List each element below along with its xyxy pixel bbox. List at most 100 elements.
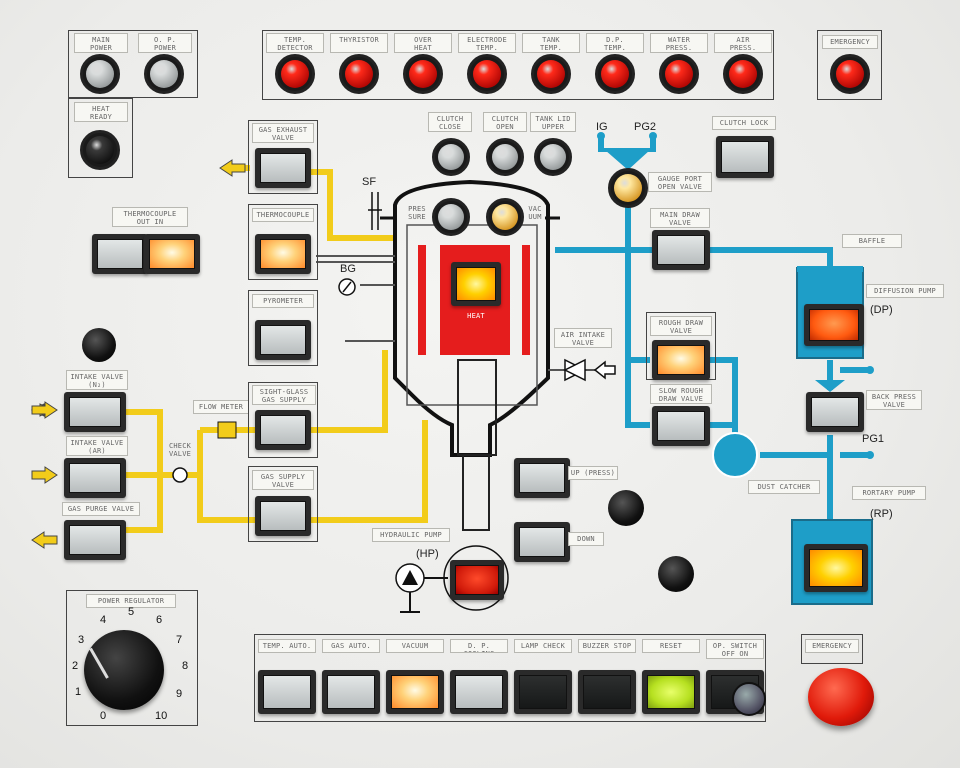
main-draw-valve-button[interactable] — [652, 230, 710, 270]
thermocouple-group — [248, 204, 318, 280]
gauge-port-open-valve-button[interactable] — [608, 168, 648, 208]
clutch-close-label: CLUTCH CLOSE — [428, 112, 472, 132]
thermocouple-label: THERMOCOUPLE — [252, 208, 314, 222]
power-regulator-group — [66, 590, 198, 726]
ig-label: IG — [596, 121, 608, 133]
air-press-lamp — [723, 54, 763, 94]
baffle-label: BAFFLE — [842, 234, 902, 248]
temp-auto-label: TEMP. AUTO. — [258, 639, 316, 653]
emergency-alarm-lamp — [830, 54, 870, 94]
down-button[interactable] — [514, 522, 570, 562]
up-press-button[interactable] — [514, 458, 570, 498]
pg1-label: PG1 — [862, 433, 885, 445]
gas-exhaust-valve-group — [248, 120, 318, 194]
emergency-stop-button[interactable] — [808, 668, 874, 726]
heat-ready-lamp — [80, 130, 120, 170]
rp-label: (RP) — [870, 508, 893, 520]
op-key-switch[interactable] — [732, 682, 766, 716]
sight-glass-gas-supply-group — [248, 382, 318, 458]
lamp-check-label: LAMP CHECK — [514, 639, 572, 653]
buzzer-stop-label: BUZZER STOP — [578, 639, 636, 653]
thyristor-lamp — [339, 54, 379, 94]
dp-cooling-button[interactable] — [450, 670, 508, 714]
clutch-lock-label: CLUTCH LOCK — [712, 116, 776, 130]
dial-tick-8: 8 — [182, 660, 189, 672]
thermocouple-in-button[interactable] — [144, 234, 200, 274]
clutch-open-label: CLUTCH OPEN — [483, 112, 527, 132]
flow-meter-label: FLOW METER — [193, 400, 249, 414]
thermocouple-out-in-label: THERMOCOUPLE OUT IN — [112, 207, 188, 227]
intake-valve-n2-button[interactable] — [64, 392, 126, 432]
intake-valve-ar-label: INTAKE VALVE (Ar) — [66, 436, 128, 456]
intake-valve-ar-button[interactable] — [64, 458, 126, 498]
alarm-indicator-group — [262, 30, 774, 100]
diffusion-pump-label: DIFFUSION PUMP — [866, 284, 944, 298]
gas-exhaust-valve-label: GAS EXHAUST VALVE — [252, 123, 314, 143]
dp-label: (DP) — [870, 304, 893, 316]
emergency-stop-group — [801, 634, 863, 664]
pyrometer-label: PYROMETER — [252, 294, 314, 308]
rortary-pump-label: RORTARY PUMP — [852, 486, 926, 500]
dial-tick-5: 5 — [128, 606, 135, 618]
clutch-close-button[interactable] — [432, 138, 470, 176]
vacuum-button[interactable] — [386, 670, 444, 714]
sight-glass-gas-supply-valve-button[interactable] — [255, 410, 311, 450]
diffusion-pump-button[interactable] — [804, 304, 864, 346]
gas-exhaust-valve-button[interactable] — [255, 148, 311, 188]
back-press-valve-button[interactable] — [806, 392, 864, 432]
slow-rough-draw-valve-button[interactable] — [652, 406, 710, 446]
bg-label: BG — [340, 263, 356, 275]
dial-tick-0: 0 — [100, 710, 107, 722]
gas-supply-valve-button[interactable] — [255, 496, 311, 536]
sight-glass-gas-supply-valve-label: SIGHT-GLASS GAS SUPPLY VALVE — [252, 385, 316, 405]
power-regulator-knob[interactable] — [84, 630, 164, 710]
power-regulator-label: POWER REGULATOR — [86, 594, 176, 608]
temp-auto-button[interactable] — [258, 670, 316, 714]
pyrometer-group — [248, 290, 318, 366]
heat-button[interactable] — [451, 262, 501, 306]
dp-temp-lamp — [595, 54, 635, 94]
tank-temp-label: TANK TEMP. — [522, 33, 580, 53]
dome-button-right[interactable] — [658, 556, 694, 592]
reset-button[interactable] — [642, 670, 700, 714]
main-power-label: MAIN POWER — [74, 33, 128, 53]
temp-detector-lamp — [275, 54, 315, 94]
rortary-pump-button[interactable] — [804, 544, 868, 592]
vacuum-indicator — [486, 198, 524, 236]
dome-button-left[interactable] — [82, 328, 116, 362]
gas-supply-valve-group — [248, 466, 318, 542]
pyrometer-button[interactable] — [255, 320, 311, 360]
power-regulator-pointer — [89, 647, 109, 679]
thermocouple-out-button[interactable] — [92, 234, 148, 274]
down-label: DOWN — [568, 532, 604, 546]
lamp-check-button[interactable] — [514, 670, 572, 714]
buzzer-stop-button[interactable] — [578, 670, 636, 714]
dial-tick-4: 4 — [100, 614, 107, 626]
clutch-open-button[interactable] — [486, 138, 524, 176]
dome-button-center[interactable] — [608, 490, 644, 526]
gas-purge-valve-button[interactable] — [64, 520, 126, 560]
air-intake-valve-label: AIR INTAKE VALVE — [554, 328, 612, 348]
rough-draw-valve-button[interactable] — [652, 340, 710, 380]
over-heat-lamp — [403, 54, 443, 94]
pg2-label: PG2 — [634, 121, 657, 133]
gas-auto-label: GAS AUTO. — [322, 639, 380, 653]
air-press-label: AIR PRESS. — [714, 33, 772, 53]
slow-rough-draw-valve-label: SLOW ROUGH DRAW VALVE — [650, 384, 712, 404]
gas-auto-button[interactable] — [322, 670, 380, 714]
up-press-label: UP (PRESS) — [568, 466, 618, 480]
water-press-lamp — [659, 54, 699, 94]
pressure-indicator — [432, 198, 470, 236]
temp-detector-label: TEMP. DETECTOR — [266, 33, 324, 53]
tank-lid-upper-label: TANK LID UPPER — [530, 112, 576, 132]
heat-ready-group — [68, 98, 133, 178]
hydraulic-pump-button[interactable] — [450, 560, 504, 600]
main-power-lamp — [80, 54, 120, 94]
gas-purge-valve-label: GAS PURGE VALVE — [62, 502, 140, 516]
gas-supply-valve-label: GAS SUPPLY VALVE — [252, 470, 314, 490]
thermocouple-button[interactable] — [255, 234, 311, 274]
tank-lid-upper-button[interactable] — [534, 138, 572, 176]
clutch-lock-button[interactable] — [716, 136, 774, 178]
emergency-indicator-label: EMERGENCY — [822, 35, 878, 49]
